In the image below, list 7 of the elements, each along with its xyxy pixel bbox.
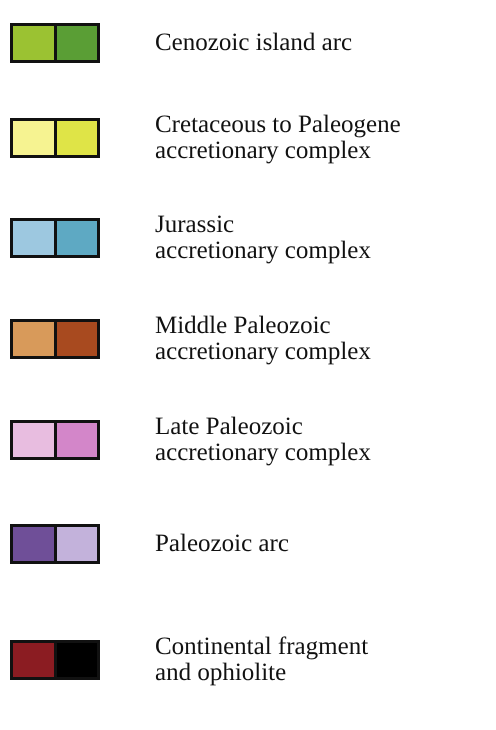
legend-label: Cretaceous to Paleogene accretionary complex bbox=[155, 112, 401, 164]
legend-label: Late Paleozoic accretionary complex bbox=[155, 414, 371, 466]
legend-label: Continental fragment and ophiolite bbox=[155, 634, 368, 686]
legend-label: Paleozoic arc bbox=[155, 531, 289, 557]
legend-label: Cenozoic island arc bbox=[155, 30, 352, 56]
legend-label: Jurassic accretionary complex bbox=[155, 212, 371, 264]
legend-label: Middle Paleozoic accretionary complex bbox=[155, 313, 371, 365]
